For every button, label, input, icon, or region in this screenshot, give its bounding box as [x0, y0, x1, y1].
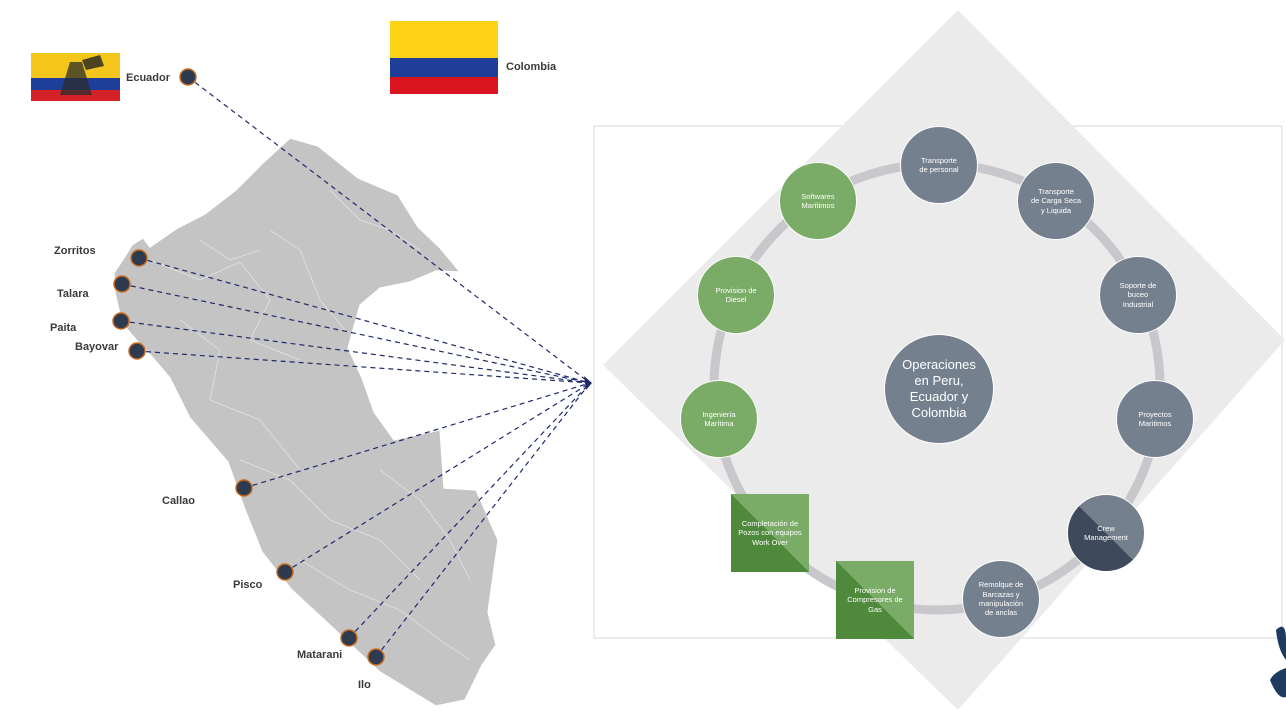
node-provision-compresores: Provision de Compresores de Gas: [836, 561, 914, 639]
peru-map: [113, 137, 499, 707]
node-label: Softwares Marítimos: [801, 191, 835, 210]
arrowhead: [584, 376, 592, 390]
node-proyectos-maritimos: Proyectos Maritimos: [1116, 380, 1194, 458]
port-dot-matarani: [340, 629, 358, 647]
port-label-callao: Callao: [162, 495, 196, 507]
port-label-pisco: Pisco: [233, 579, 263, 591]
company-logo: [1270, 626, 1286, 698]
node-label: Provision de Compresores de Gas: [847, 585, 903, 614]
port-dot-ecuador: [179, 68, 197, 86]
node-completacion-pozos: Completación de Pozos con equipos Work O…: [731, 494, 809, 572]
node-transporte-carga: Transporte de Carga Seca y Liquida: [1017, 162, 1095, 240]
map-region-lines: [149, 189, 471, 661]
port-label-bayovar: Bayovar: [75, 341, 119, 353]
node-soporte-buceo: Soporte de buceo Industrial: [1099, 256, 1177, 334]
node-remolque-barcazas: Remolque de Barcazas y manipulación de a…: [962, 560, 1040, 638]
center-node-operaciones: Operaciones en Peru, Ecuador y Colombia: [884, 334, 994, 444]
port-dots: [112, 68, 385, 666]
node-label: Completación de Pozos con equipos Work O…: [738, 518, 802, 547]
port-dot-paita: [112, 312, 130, 330]
node-label: Soporte de buceo Industrial: [1119, 280, 1157, 309]
node-softwares-maritimos: Softwares Marítimos: [779, 162, 857, 240]
port-dot-talara: [113, 275, 131, 293]
port-label-matarani: Matarani: [297, 649, 343, 661]
node-crew-management: Crew Management: [1067, 494, 1145, 572]
node-label: Transporte de Carga Seca y Liquida: [1030, 186, 1082, 215]
colombia-label: Colombia: [506, 61, 557, 73]
port-label-ilo: Ilo: [358, 679, 371, 691]
node-ingenieria-maritima: Ingeniería Marítima: [680, 380, 758, 458]
port-dot-ilo: [367, 648, 385, 666]
node-label: Provision de Diesel: [715, 285, 757, 304]
port-dot-pisco: [276, 563, 294, 581]
node-label: Transporte de personal: [919, 155, 959, 174]
node-transporte-personal: Transporte de personal: [900, 126, 978, 204]
ecuador-label: Ecuador: [126, 72, 171, 84]
port-dot-bayovar: [128, 342, 146, 360]
connection-lines: [120, 76, 591, 658]
node-provision-diesel: Provision de Diesel: [697, 256, 775, 334]
port-label-talara: Talara: [57, 288, 89, 300]
colombia-flag: [390, 21, 498, 94]
ecuador-flag: [31, 53, 120, 101]
node-label: Crew Management: [1084, 523, 1128, 542]
port-dot-zorritos: [130, 249, 148, 267]
node-label: Proyectos Maritimos: [1138, 409, 1172, 428]
node-label: Remolque de Barcazas y manipulación de a…: [978, 580, 1024, 618]
port-label-zorritos: Zorritos: [54, 245, 96, 257]
port-dot-callao: [235, 479, 253, 497]
port-label-paita: Paita: [50, 322, 77, 334]
node-label: Ingeniería Marítima: [702, 409, 736, 428]
